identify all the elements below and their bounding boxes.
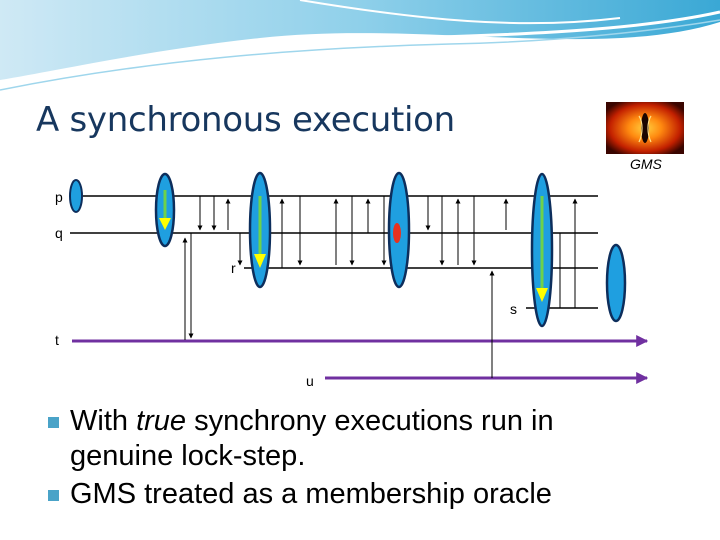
bullet-item: GMS treated as a membership oracle <box>48 477 648 512</box>
header-swoosh <box>0 0 720 91</box>
process-label-u: u <box>306 373 314 389</box>
gms-eye-logo <box>606 102 684 154</box>
gms-event-3 <box>248 171 272 289</box>
execution-diagram: p q r s t u <box>55 171 649 389</box>
process-label-r: r <box>231 260 236 276</box>
failure-marker <box>393 223 401 243</box>
gms-caption: GMS <box>630 156 662 172</box>
process-label-t: t <box>55 332 59 348</box>
process-label-p: p <box>55 189 63 205</box>
gms-event-6 <box>605 243 627 323</box>
bullet-square-icon <box>48 417 59 428</box>
bullet-item: With true synchrony executions run in ge… <box>48 404 648 474</box>
gms-event-1 <box>69 179 83 213</box>
process-label-s: s <box>510 301 517 317</box>
gms-event-4 <box>387 171 411 289</box>
bullet-list: With true synchrony executions run in ge… <box>48 404 648 515</box>
gms-event-2 <box>154 172 176 248</box>
process-label-q: q <box>55 225 63 241</box>
slide-title: A synchronous execution <box>36 100 455 140</box>
message-arrows <box>182 196 578 378</box>
bullet-square-icon <box>48 490 59 501</box>
gms-event-5 <box>530 172 554 328</box>
